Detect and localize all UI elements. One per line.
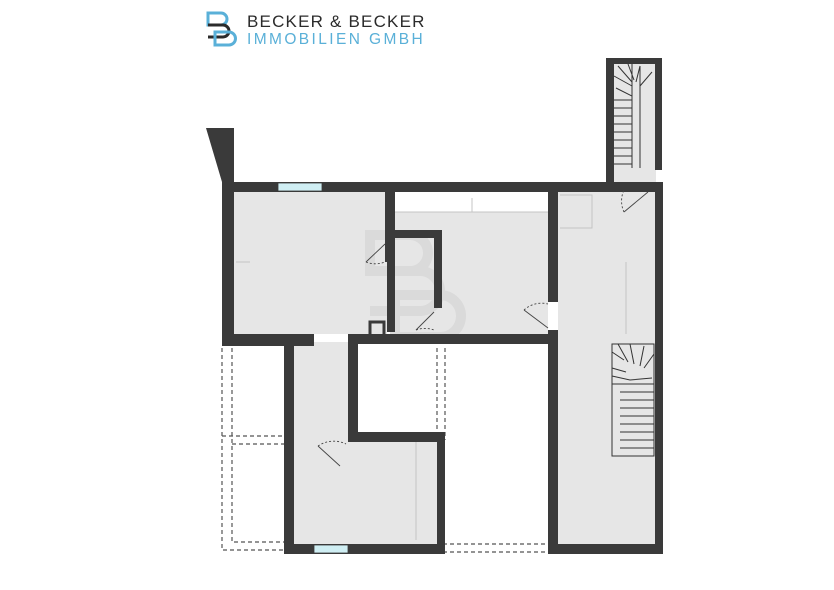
window-bottom	[313, 544, 349, 554]
doors	[317, 189, 649, 467]
wall-top	[222, 182, 662, 192]
wall-right	[655, 182, 663, 554]
room-fills	[234, 62, 656, 544]
wall-mid-b	[548, 192, 558, 302]
wall-stair-right	[655, 58, 662, 170]
fixtures	[236, 194, 627, 540]
wall-mid-a	[385, 192, 395, 262]
wall-stair-left	[606, 58, 614, 190]
wall-left-bottom	[222, 334, 314, 346]
wall-center-bottom	[348, 334, 558, 344]
company-name-line1: BECKER & BECKER	[247, 12, 426, 31]
wall-inner-bottom	[348, 432, 443, 442]
wall-corridor-left	[284, 340, 294, 552]
windows	[277, 182, 349, 554]
stairs-right	[611, 343, 655, 457]
walls	[206, 58, 663, 554]
wall-inner-left	[348, 334, 358, 440]
wall-closet-right	[434, 230, 442, 308]
bb-monogram-icon	[206, 11, 237, 47]
room-lower	[292, 440, 437, 544]
wall-lower-right	[437, 432, 445, 550]
company-name-line2: IMMOBILIEN GMBH	[247, 31, 426, 48]
wall-stair-top	[606, 58, 662, 64]
window-top	[277, 182, 323, 192]
wall-lower-bottom	[284, 544, 445, 554]
wall-closet-top	[387, 230, 442, 238]
wall-mid-b-lower	[548, 330, 558, 554]
wall-left	[222, 182, 234, 340]
stairs-top	[613, 63, 653, 168]
stair-top	[614, 62, 656, 184]
chimney	[206, 128, 234, 182]
room-left-upper	[234, 192, 387, 334]
wall-right-bottom	[548, 544, 662, 554]
wall-closet-left	[387, 262, 395, 332]
hallway-right	[558, 192, 655, 544]
dashed-outlines	[221, 348, 552, 553]
